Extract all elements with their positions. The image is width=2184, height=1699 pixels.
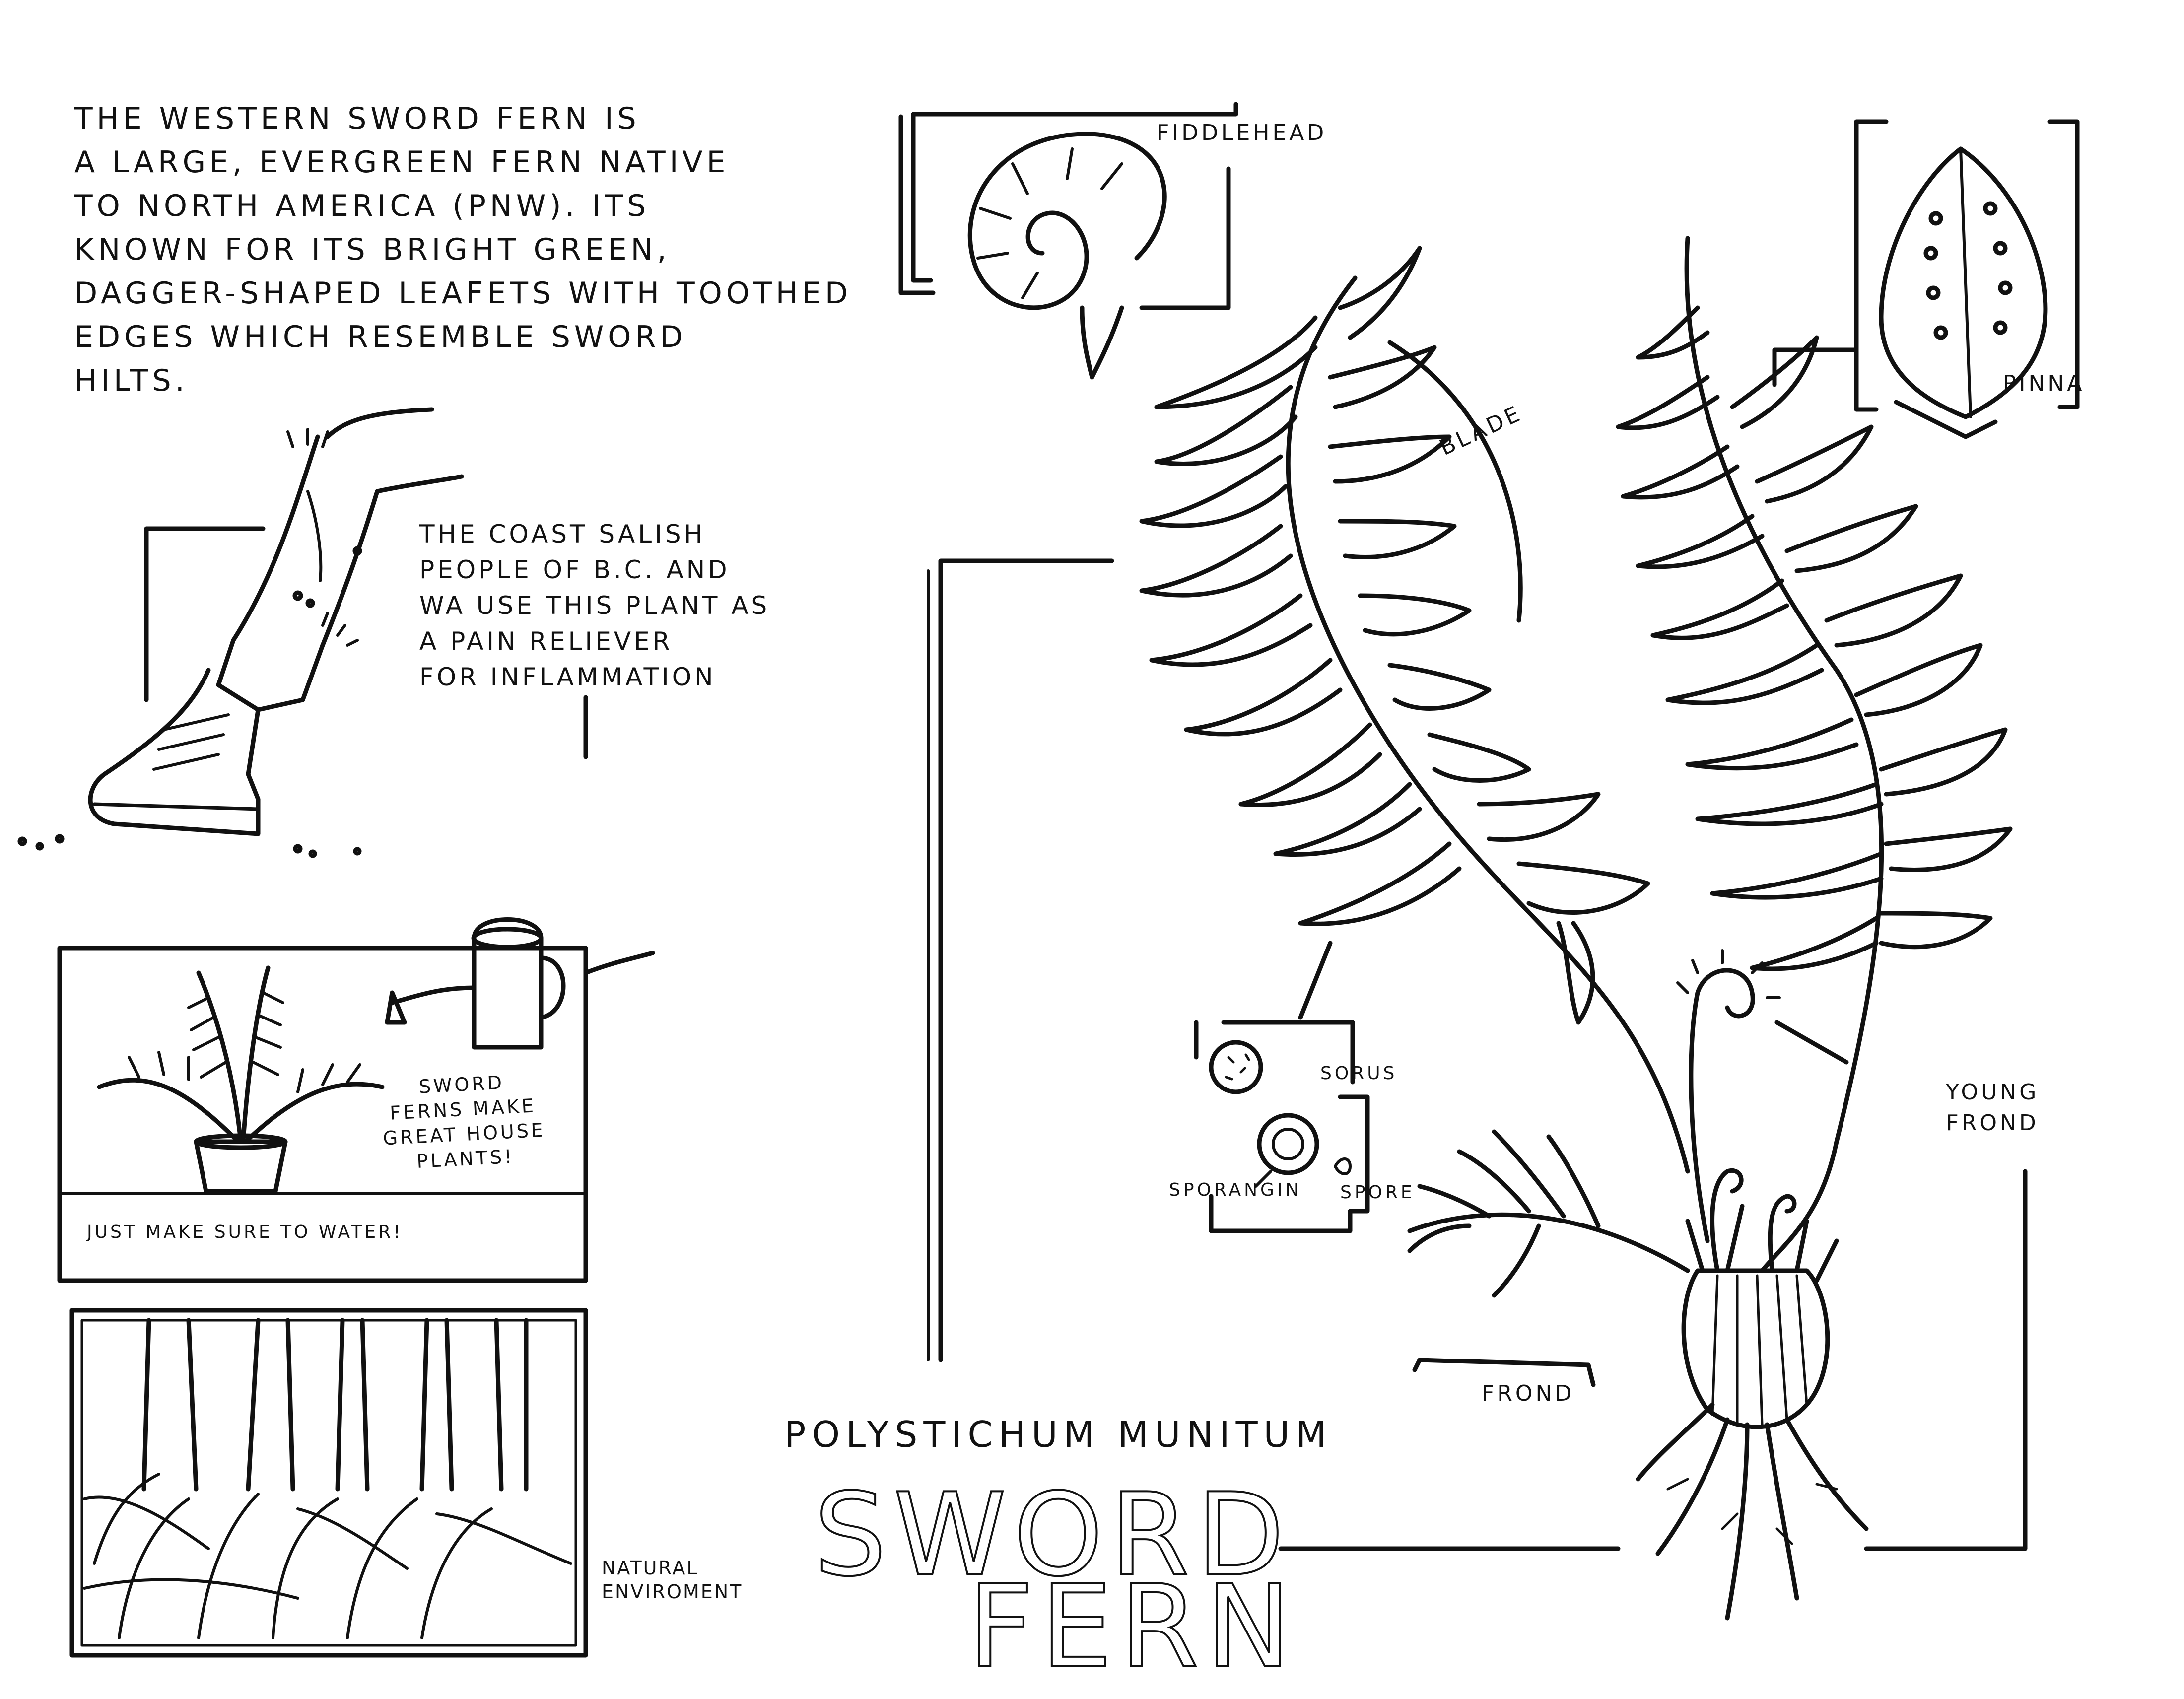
salish-line-3: WA USE THIS PLANT AS bbox=[419, 591, 770, 620]
label-young-line-1: YOUNG bbox=[1946, 1080, 2040, 1105]
intro-paragraph: THE WESTERN SWORD FERN IS A LARGE, EVERG… bbox=[74, 97, 852, 403]
scientific-name: POLYSTICHUM MUNITUM bbox=[784, 1414, 1333, 1455]
salish-line-4: A PAIN RELIEVER bbox=[419, 627, 673, 656]
water-note: JUST MAKE SURE TO WATER! bbox=[87, 1222, 403, 1242]
label-young-frond: YOUNG FROND bbox=[1946, 1077, 2039, 1139]
salish-line-2: PEOPLE OF B.C. AND bbox=[419, 555, 730, 584]
leg-boot-drawing bbox=[17, 407, 588, 858]
label-frond: FROND bbox=[1482, 1381, 1575, 1406]
natural-line-2: ENVIROMENT bbox=[602, 1581, 743, 1603]
label-sporangin: SPORANGIN bbox=[1169, 1180, 1302, 1200]
label-spore: SPORE bbox=[1340, 1182, 1415, 1203]
salish-paragraph: THE COAST SALISH PEOPLE OF B.C. AND WA U… bbox=[419, 516, 770, 695]
title-sword: SWORD bbox=[813, 1468, 1292, 1603]
intro-line-1: THE WESTERN SWORD FERN IS bbox=[74, 101, 640, 136]
sorus-inset bbox=[1194, 1020, 1370, 1233]
forest-panel bbox=[69, 1308, 588, 1658]
salish-line-5: FOR INFLAMMATION bbox=[419, 663, 716, 691]
label-fiddlehead: FIDDLEHEAD bbox=[1157, 120, 1327, 145]
intro-line-7: HILTS. bbox=[74, 363, 189, 398]
salish-line-1: THE COAST SALISH bbox=[419, 520, 706, 548]
title-fern: FERN bbox=[967, 1560, 1298, 1695]
houseplant-panel bbox=[57, 917, 655, 1283]
label-young-line-2: FROND bbox=[1946, 1110, 2039, 1136]
intro-line-5: DAGGER-SHAPED LEAFETS WITH TOOTHED bbox=[74, 276, 852, 311]
label-sorus: SORUS bbox=[1320, 1063, 1398, 1084]
houseplant-caption: SWORD FERNS MAKE GREAT HOUSE PLANTS! bbox=[380, 1068, 547, 1176]
intro-line-4: KNOWN FOR ITS BRIGHT GREEN, bbox=[74, 232, 671, 267]
intro-line-2: A LARGE, EVERGREEN FERN NATIVE bbox=[74, 145, 730, 180]
intro-line-3: TO NORTH AMERICA (PNW). ITS bbox=[74, 189, 650, 223]
natural-line-1: NATURAL bbox=[602, 1557, 699, 1579]
label-pinna: PINNA bbox=[2003, 371, 2085, 396]
natural-caption: NATURAL ENVIROMENT bbox=[602, 1556, 743, 1604]
fiddlehead-inset bbox=[898, 102, 1238, 380]
fern-main-drawing bbox=[927, 236, 2028, 1621]
intro-line-6: EDGES WHICH RESEMBLE SWORD bbox=[74, 320, 687, 354]
